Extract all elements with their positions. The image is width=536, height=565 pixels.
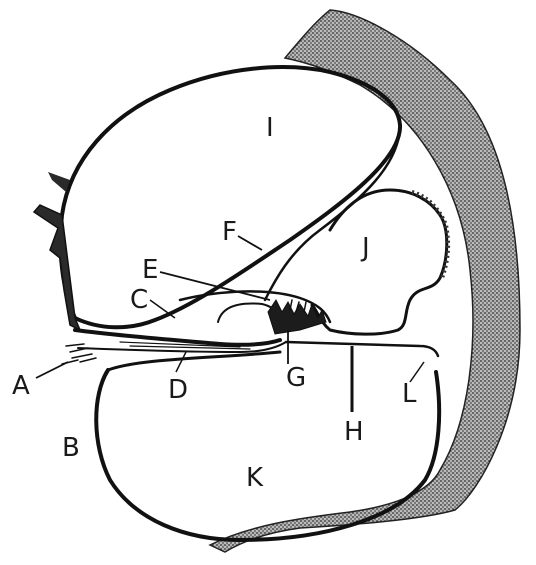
label-G: G	[286, 363, 306, 393]
scala-vestibuli-outline	[61, 67, 401, 327]
label-L: L	[402, 379, 417, 409]
leader-A	[36, 362, 68, 378]
label-E: E	[142, 255, 158, 285]
bony-spike-top	[48, 172, 70, 192]
label-I: I	[266, 113, 274, 143]
leader-E	[160, 272, 270, 300]
leader-D	[176, 352, 186, 372]
label-F: F	[222, 217, 237, 247]
osseous-spiral-lamina	[75, 330, 280, 345]
label-J: J	[360, 233, 370, 263]
leader-F	[238, 236, 262, 250]
label-H: H	[344, 417, 364, 447]
basilar-membrane	[286, 342, 438, 356]
bony-spikes-left	[34, 205, 80, 330]
label-K: K	[246, 463, 264, 493]
label-B: B	[62, 433, 80, 463]
label-A: A	[12, 371, 30, 401]
label-C: C	[130, 285, 148, 315]
scala-tympani-top	[108, 352, 280, 370]
reissner-membrane	[265, 125, 400, 300]
nerve-fibers	[62, 344, 96, 364]
label-D: D	[168, 375, 188, 405]
